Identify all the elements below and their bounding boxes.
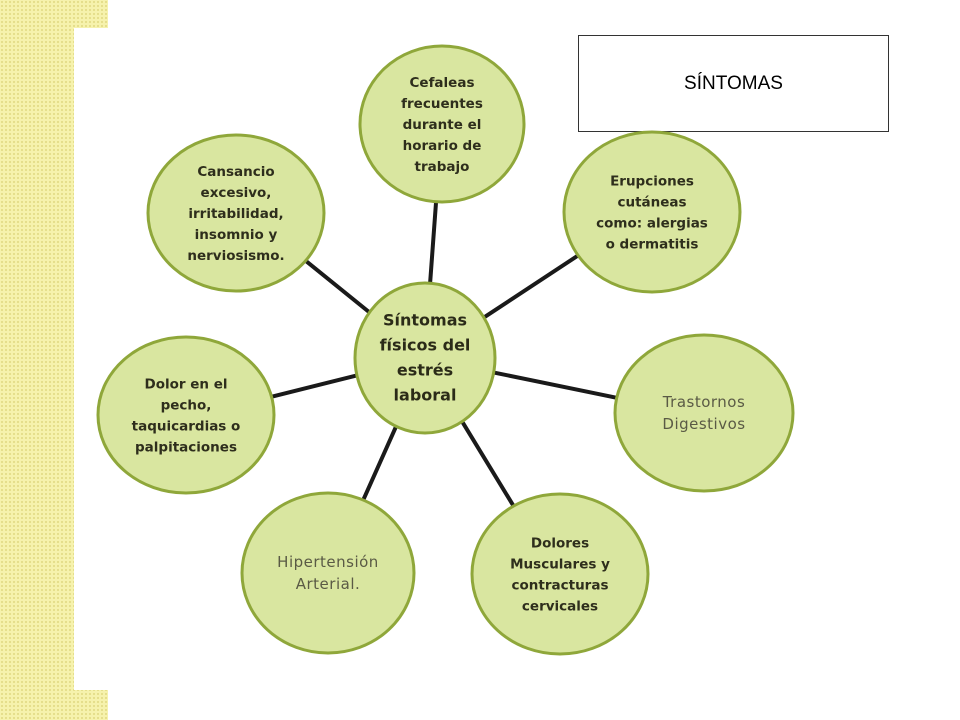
node-center-circle (353, 281, 497, 435)
node-cansancio-label-line: excesivo, (201, 185, 272, 201)
node-dolor-pecho-label-line: taquicardias o (132, 419, 241, 435)
node-erupciones-label-line: o dermatitis (606, 237, 699, 253)
connector-dolor-pecho (265, 372, 363, 400)
node-dolor-pecho-circle (96, 335, 276, 495)
slide-title-box: SÍNTOMAS (578, 35, 889, 132)
node-cansancio-label-line: nerviosismo. (187, 248, 284, 264)
connector-hipertension (359, 420, 400, 506)
node-digestivos-label-line: Digestivos (662, 415, 745, 433)
node-dolor-pecho-label-line: pecho, (161, 398, 212, 414)
node-cefaleas-label-line: durante el (403, 117, 482, 133)
node-erupciones-label-line: Erupciones (610, 174, 694, 190)
node-dolores-circle (470, 492, 650, 656)
node-digestivos-circle (613, 333, 795, 493)
node-center-label-line: laboral (394, 386, 457, 405)
node-hipertension-label-line: Hipertensión (277, 553, 379, 571)
node-erupciones-circle (562, 130, 742, 294)
node-center-label-line: estrés (397, 361, 453, 380)
node-cefaleas-label-line: horario de (403, 138, 482, 154)
node-cansancio-label-line: irritabilidad, (188, 206, 283, 222)
node-cefaleas-label-line: trabajo (415, 159, 470, 175)
node-dolor-pecho-label-line: Dolor en el (145, 377, 228, 393)
node-erupciones-label-line: cutáneas (617, 195, 686, 211)
node-dolores-label-line: contracturas (512, 578, 609, 594)
node-cansancio-label-line: Cansancio (197, 164, 274, 180)
node-erupciones-label-line: como: alergias (596, 216, 708, 232)
node-center-label-line: Síntomas (383, 311, 467, 330)
node-digestivos-label-line: Trastornos (662, 393, 746, 411)
node-dolores-label-line: Musculares y (510, 557, 610, 573)
node-dolores-label-line: Dolores (531, 536, 589, 552)
node-cefaleas: Cefaleas frecuentes durante el horario de tr… (358, 44, 526, 204)
connector-dolores (458, 416, 518, 512)
node-cansancio: Cansancio excesivo, irritabilidad, insomnio… (146, 133, 326, 293)
connector-cefaleas (427, 195, 439, 289)
node-cefaleas-label-line: frecuentes (401, 96, 483, 112)
connector-digestivos (488, 369, 624, 401)
node-erupciones: Erupciones cutáneas como: alergias o dermat… (562, 130, 742, 294)
slide-title: SÍNTOMAS (684, 72, 783, 94)
node-center: Síntomas físicos del estrés laboral (353, 281, 497, 435)
node-hipertension-label-line: Arterial. (296, 575, 361, 593)
node-cefaleas-label-line: Cefaleas (410, 75, 475, 91)
node-cansancio-label-line: insomnio y (195, 227, 278, 243)
connector-cansancio (300, 256, 375, 317)
node-dolor-pecho: Dolor en el pecho, taquicardias o palpitaci… (96, 335, 276, 495)
node-dolores-label-line: cervicales (522, 599, 598, 615)
node-cefaleas-circle (358, 44, 526, 204)
node-cansancio-circle (146, 133, 326, 293)
node-center-label-line: físicos del (380, 336, 471, 355)
node-hipertension-circle (240, 491, 416, 655)
connector-erupciones (478, 251, 584, 322)
node-dolor-pecho-label-line: palpitaciones (135, 440, 237, 456)
